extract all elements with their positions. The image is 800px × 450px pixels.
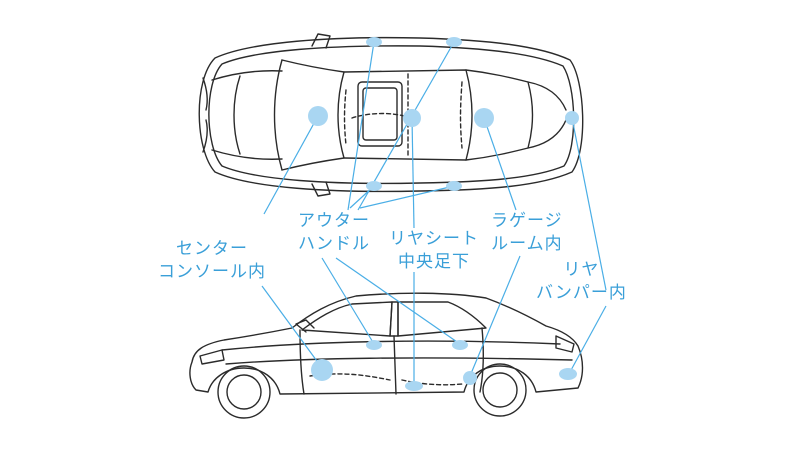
car-top-view-icon [198, 33, 584, 197]
hotspot-outer-handle-bottom-front[interactable] [366, 181, 382, 191]
label-luggage-room: ラゲージ ルーム内 [491, 210, 563, 256]
label-luggage-room-line2: ルーム内 [491, 234, 563, 254]
hotspot-bumper-side[interactable] [559, 368, 577, 380]
hotspot-outer-handle-side-front[interactable] [366, 340, 382, 350]
label-outer-handle: アウター ハンドル [298, 210, 370, 256]
label-rear-bumper-line1: リヤ [563, 260, 600, 280]
hotspots [308, 37, 579, 391]
label-outer-handle-line2: ハンドル [298, 234, 370, 254]
leader-bumper-side [569, 305, 607, 373]
label-center-console: センター コンソール内 [158, 238, 266, 284]
leader-outer-handle-side-front [321, 257, 375, 345]
leader-outer-handle-side-rear [335, 257, 461, 345]
leader-rear-seat-top [411, 117, 415, 229]
hotspot-luggage-top[interactable] [474, 108, 494, 128]
label-rear-seat-foot-line2: 中央足下 [398, 252, 470, 272]
leader-luggage-top [483, 117, 517, 211]
leader-luggage-side [469, 255, 521, 377]
label-luggage-room-line1: ラゲージ [491, 211, 563, 231]
hotspot-outer-handle-top-rear[interactable] [446, 37, 462, 47]
label-rear-bumper-line2: バンパー内 [536, 283, 627, 303]
hotspot-center-console-top[interactable] [308, 106, 328, 126]
label-rear-seat-foot-line1: リヤシート [389, 229, 479, 249]
leader-center-console-top [263, 115, 319, 215]
label-outer-handle-line1: アウター [298, 211, 370, 231]
hotspot-center-console-side[interactable] [311, 359, 333, 381]
hotspot-outer-handle-top-front[interactable] [366, 37, 382, 47]
hotspot-luggage-side[interactable] [463, 371, 477, 385]
hotspot-outer-handle-bottom-rear[interactable] [446, 181, 462, 191]
label-rear-bumper: リヤ バンパー内 [536, 259, 627, 305]
label-rear-seat-foot: リヤシート 中央足下 [389, 228, 479, 274]
hotspot-rear-seat-side[interactable] [405, 381, 423, 391]
leader-lines [261, 41, 607, 384]
leader-outer-handle-bottom-rear [359, 185, 455, 209]
leader-center-console-side [261, 285, 323, 369]
label-center-console-line2: コンソール内 [158, 262, 266, 282]
leader-outer-handle-top-front [347, 41, 375, 211]
leader-bumper-top [571, 117, 607, 291]
hotspot-outer-handle-side-rear[interactable] [452, 340, 468, 350]
car-side-view-icon [189, 292, 584, 419]
hotspot-rear-seat-top[interactable] [403, 109, 421, 127]
hotspot-bumper-top[interactable] [565, 111, 579, 125]
label-center-console-line1: センター [176, 239, 248, 259]
